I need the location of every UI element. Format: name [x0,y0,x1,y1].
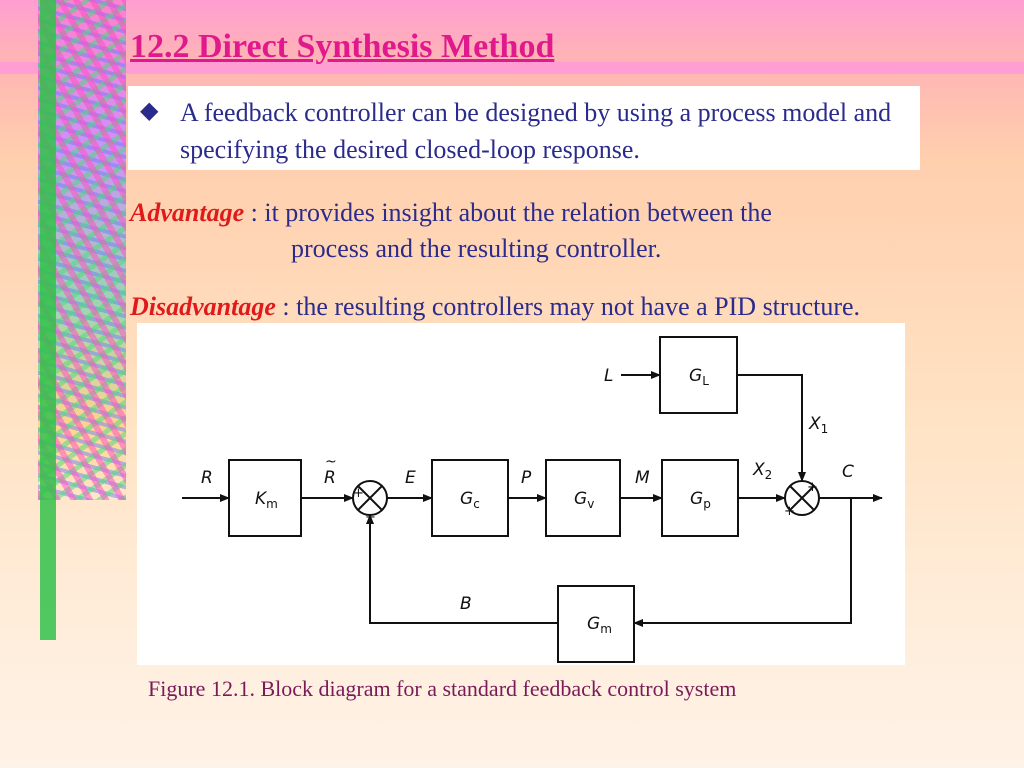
block-Gc-label: Gc [460,489,480,511]
signal-L: L [604,366,613,386]
signal-P: P [521,468,532,488]
arrow-X1 [737,374,806,482]
block-Gp-label: Gp [690,489,711,511]
header-band [0,62,1024,74]
signal-M: M [635,468,650,488]
signal-X2: X2 [752,460,772,482]
bullet-box [128,86,920,170]
block-Gm-label: Gm [587,614,612,636]
feedback-line-out [633,498,852,627]
advantage-separator: : [244,198,265,227]
disadvantage-separator: : [275,292,297,321]
advantage-text-line2: process and the resulting controller. [291,234,662,263]
tilde-mark: ~ [325,454,337,470]
arrow-B [366,514,558,624]
signal-R: R [201,468,213,488]
sign-plus-2a: + [784,504,795,519]
sign-plus-2b: + [807,480,818,495]
disadvantage-line: Disadvantage : the resulting controllers… [130,292,860,322]
signal-C: C [842,462,854,482]
signal-X1: X1 [808,414,828,436]
green-accent-bar [40,0,56,640]
disadvantage-text: the resulting controllers may not have a… [296,292,861,321]
page-title: 12.2 Direct Synthesis Method [130,28,555,65]
signal-B: B [460,594,472,614]
block-Km-label: Km [255,489,278,511]
advantage-text-line1: it provides insight about the relation b… [264,198,772,227]
block-GL-label: GL [689,366,709,388]
bullet-text: A feedback controller can be designed by… [180,98,892,164]
block-Gv-label: Gv [574,489,594,511]
advantage-keyword: Advantage [130,198,245,227]
diamond-bullet-icon: ◆ [140,98,159,124]
disadvantage-keyword: Disadvantage [130,292,276,321]
sign-minus-1: − [365,510,376,525]
block-diagram-svg: Km Gc Gv Gp GL Gm R R ~ E P M X2 C L X1 … [182,336,883,663]
block-diagram: Km Gc Gv Gp GL Gm R R ~ E P M X2 C L X1 … [137,323,905,665]
signal-R-tilde: R [324,468,336,488]
sign-plus-1: + [353,486,364,501]
signal-E: E [405,468,416,488]
figure-caption: Figure 12.1. Block diagram for a standar… [148,676,737,701]
advantage-line: Advantage : it provides insight about th… [130,198,772,228]
